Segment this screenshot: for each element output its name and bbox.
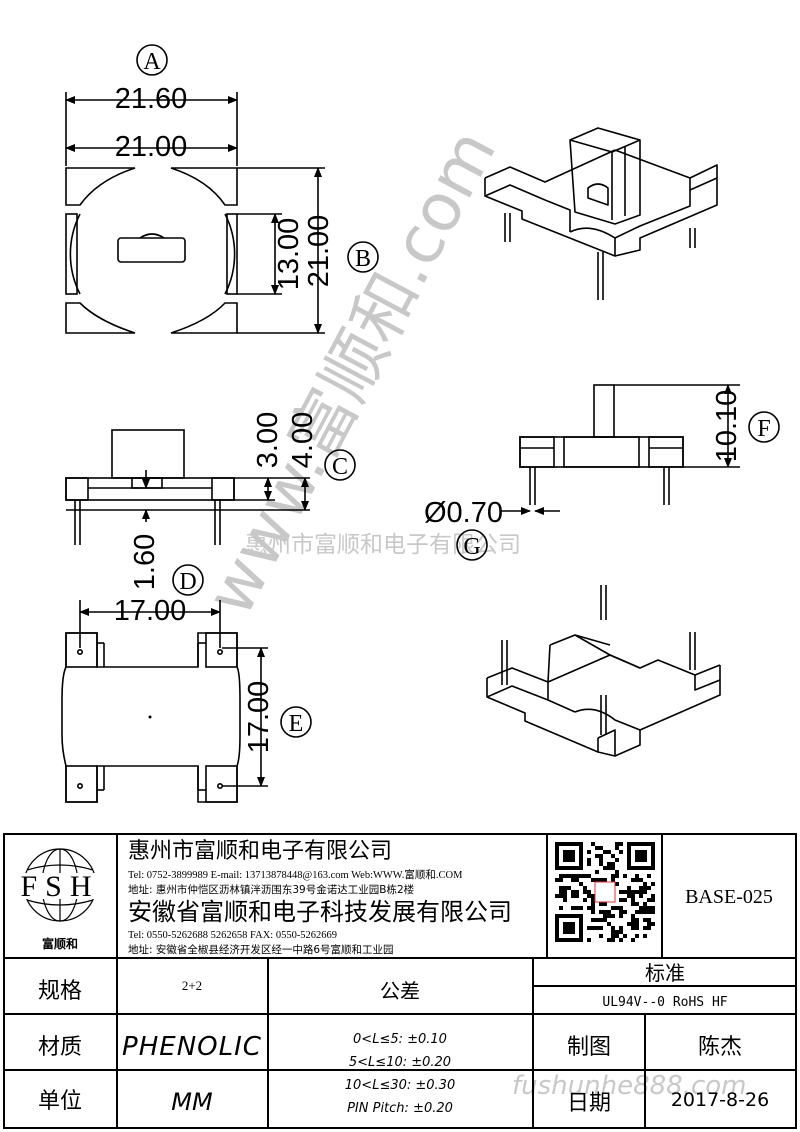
contact-anhui: Tel: 0550-5262688 5262658 FAX: 0550-5262…: [128, 930, 337, 941]
standard-label: 标准: [645, 961, 685, 985]
material-value: PHENOLIC: [122, 1032, 262, 1062]
label-f: F: [757, 416, 770, 442]
drawn-label: 制图: [567, 1035, 611, 1060]
address-anhui: 地址: 安徽省全椒县经济开发区经一中路6号富顺和工业园: [128, 943, 394, 956]
view-f-front: [456, 384, 780, 561]
center-point: [148, 715, 152, 719]
tolerance-line-1: 0<L≤5: ±0.10: [353, 1032, 447, 1047]
view-c-marker: [324, 449, 356, 481]
unit-label: 单位: [38, 1089, 82, 1114]
dim-pin-diameter: Ø0.70: [424, 497, 503, 529]
company-huizhou: 惠州市富顺和电子有限公司: [128, 839, 392, 864]
label-c: C: [332, 454, 348, 480]
dim-17-00-width: 17.00: [114, 595, 187, 627]
view-a-top: [65, 44, 379, 334]
dim-17-00-height: 17.00: [243, 681, 275, 754]
unit-value: MM: [171, 1088, 213, 1116]
dim-13-00: 13.00: [273, 218, 305, 291]
iso-view-top: [484, 127, 718, 300]
dim-4-00: 4.00: [287, 412, 319, 468]
label-e: E: [289, 711, 304, 737]
view-g-marker: [456, 529, 488, 561]
standard-value: UL94V--0 RoHS HF: [602, 995, 727, 1010]
tolerance-line-2: 5<L≤10: ±0.20: [349, 1055, 451, 1070]
tolerance-line-4: PIN Pitch: ±0.20: [347, 1101, 453, 1116]
dim-3-00: 3.00: [252, 412, 284, 468]
logo-text: FSH: [20, 870, 99, 903]
view-a-marker: [136, 44, 168, 76]
fsh-logo: [14, 848, 106, 922]
label-a: A: [143, 49, 161, 75]
label-b: B: [355, 246, 371, 272]
contact-huizhou: Tel: 0752-3899989 E-mail: 13713878448@16…: [128, 868, 463, 881]
tolerance-label: 公差: [380, 979, 420, 1003]
dim-1-60: 1.60: [129, 534, 161, 590]
view-c-side: [65, 429, 356, 545]
dim-10-10: 10.10: [711, 390, 743, 463]
title-block-frame: [3, 833, 797, 1129]
spec-value: 2+2: [182, 978, 202, 993]
view-e-marker: [280, 706, 312, 738]
view-f-marker: [748, 411, 780, 443]
label-g: G: [463, 534, 480, 560]
dim-21-00-width: 21.00: [115, 131, 188, 163]
logo-subtext: 富顺和: [42, 936, 78, 951]
iso-view-bottom: [486, 585, 721, 757]
tolerance-line-3: 10<L≤30: ±0.30: [345, 1078, 455, 1093]
dim-21-00-height: 21.00: [303, 215, 335, 288]
part-number: BASE-025: [685, 886, 773, 908]
drawn-value: 陈杰: [698, 1035, 742, 1060]
company-anhui: 安徽省富顺和电子科技发展有限公司: [128, 898, 512, 926]
address-huizhou: 地址: 惠州市仲恺区沥林镇泮沥围东39号金诺达工业园B栋2楼: [128, 883, 415, 896]
date-label: 日期: [567, 1091, 611, 1116]
spec-label: 规格: [38, 979, 82, 1004]
date-value: 2017-8-26: [671, 1089, 769, 1111]
qr-code: [555, 842, 655, 942]
dim-21-60: 21.60: [115, 83, 188, 115]
watermark-url: fushunhe888.com: [512, 1071, 747, 1101]
material-label: 材质: [38, 1035, 82, 1060]
watermark-company: 惠州市富顺和电子有限公司: [245, 532, 521, 558]
view-b-marker: [347, 241, 379, 273]
label-d: D: [179, 569, 196, 595]
view-d-marker: [172, 564, 204, 596]
view-d-bottom: [61, 564, 312, 803]
